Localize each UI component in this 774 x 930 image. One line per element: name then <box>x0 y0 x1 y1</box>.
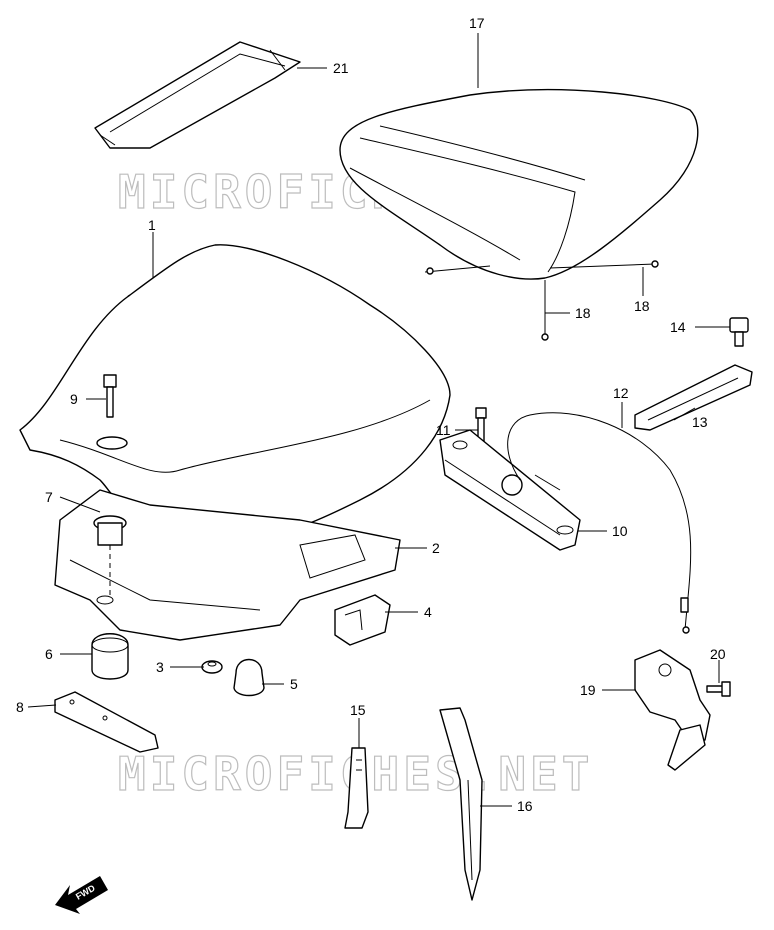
part-14-bolt <box>729 317 749 347</box>
part-15-bracket <box>344 747 369 829</box>
leader-lines <box>27 33 730 807</box>
callout-11: 11 <box>436 422 451 438</box>
callout-9: 9 <box>70 391 78 407</box>
callout-17: 17 <box>469 15 485 31</box>
part-10-lock-base <box>439 429 581 551</box>
part-17-seat-cowl <box>339 88 699 280</box>
callout-18b: 18 <box>634 298 650 314</box>
callout-5: 5 <box>290 676 298 692</box>
part-5-bumper <box>233 658 265 697</box>
callout-21: 21 <box>333 60 349 76</box>
callout-7: 7 <box>45 489 53 505</box>
part-13-guide <box>634 364 753 431</box>
callout-8: 8 <box>16 699 24 715</box>
callout-12: 12 <box>613 385 629 401</box>
part-4-clip <box>334 594 391 646</box>
callout-19: 19 <box>580 682 596 698</box>
callout-16: 16 <box>517 798 533 814</box>
part-20-screw <box>706 681 731 697</box>
part-21-strap <box>94 41 301 149</box>
callout-20: 20 <box>710 646 726 662</box>
part-9-bolt <box>96 374 128 450</box>
callout-15: 15 <box>350 702 366 718</box>
callout-4: 4 <box>424 604 432 620</box>
part-16-tool <box>439 707 483 901</box>
part-2-seat-base <box>54 489 401 641</box>
callout-18a: 18 <box>575 305 591 321</box>
callout-10: 10 <box>612 523 628 539</box>
part-3-nut <box>201 660 223 674</box>
callout-1: 1 <box>148 217 156 233</box>
callout-13: 13 <box>692 414 708 430</box>
part-12-cable <box>507 412 692 634</box>
part-18-wire <box>424 260 659 341</box>
callout-6: 6 <box>45 646 53 662</box>
callout-labels: 1 2 3 4 5 6 7 8 9 10 11 12 13 14 15 16 1… <box>16 15 726 814</box>
callout-3: 3 <box>156 659 164 675</box>
callout-2: 2 <box>432 540 440 556</box>
callout-14: 14 <box>670 319 686 335</box>
part-19-lock-assembly <box>634 649 711 771</box>
fwd-arrow-icon: FWD <box>55 876 108 914</box>
part-7-collar <box>93 515 127 595</box>
part-8-plate <box>54 691 159 753</box>
part-6-cushion <box>91 633 129 680</box>
